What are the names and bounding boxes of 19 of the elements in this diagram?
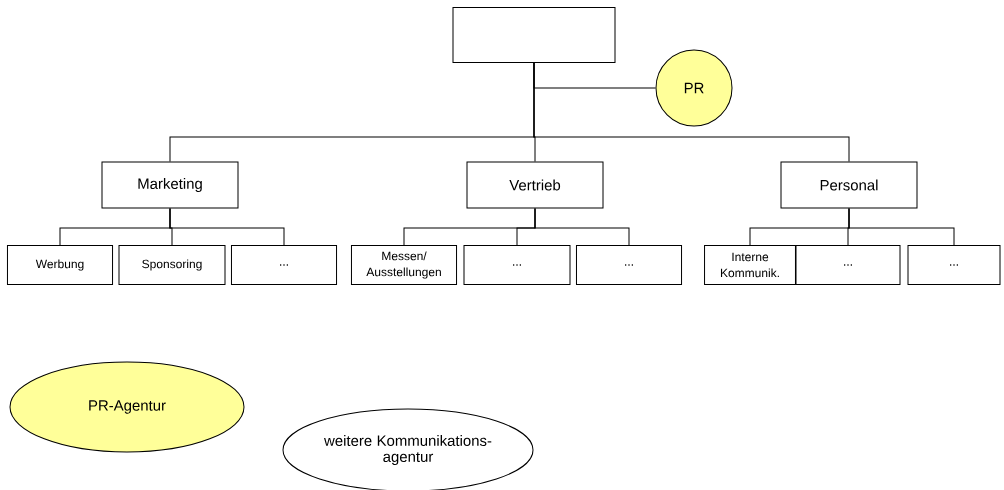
org-box: Sponsoring [118,245,226,285]
org-box: ... [795,245,901,285]
org-box: Marketing [101,161,239,209]
connector-line [534,208,630,246]
org-box: ... [463,245,571,285]
org-box: ... [907,245,1001,285]
org-box: Personal [780,161,918,209]
org-box: ... [230,245,338,285]
org-box: ... [575,245,683,285]
circle-node: PR [655,49,733,127]
org-box: Interne Kommunik. [704,245,796,285]
connector-line [169,208,285,246]
org-box: Messen/ Ausstellungen [350,245,458,285]
org-box: Werbung [6,245,114,285]
connector-line [848,208,955,246]
empty-box [452,7,616,63]
org-box: Vertrieb [466,161,604,209]
connector-line [533,62,850,162]
ellipse-node: PR-Agentur [9,361,245,453]
